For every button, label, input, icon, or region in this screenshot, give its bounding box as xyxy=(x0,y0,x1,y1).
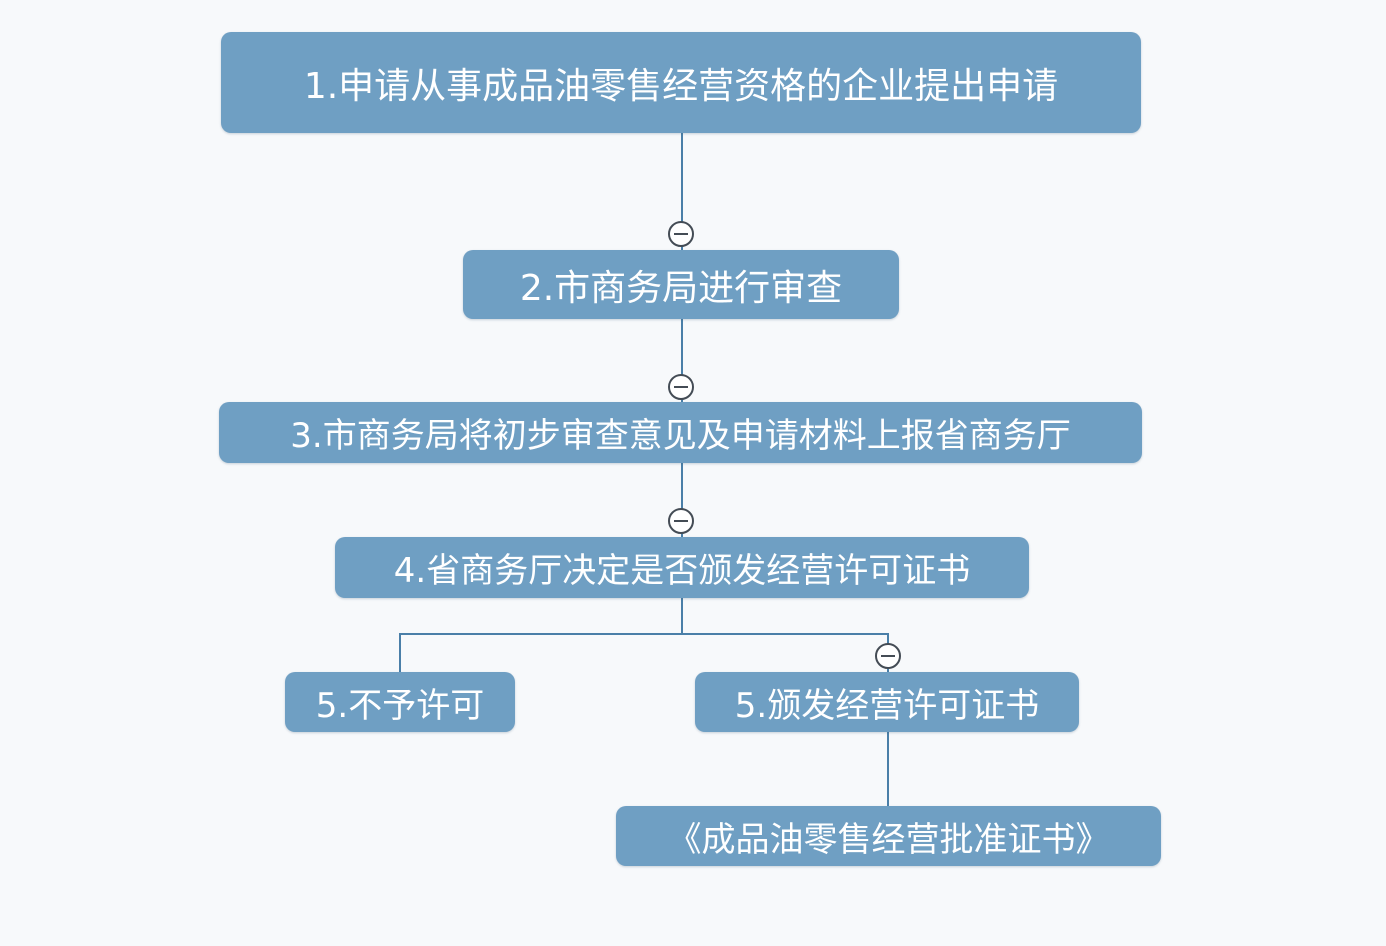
node-label: 4.省商务厅决定是否颁发经营许可证书 xyxy=(393,551,971,591)
connector-to-5a xyxy=(399,633,401,672)
connector-branch-horizontal xyxy=(399,633,889,635)
connector-2-3 xyxy=(681,318,683,402)
minus-circle-icon[interactable] xyxy=(668,374,694,400)
node-label: 2.市商务局进行审查 xyxy=(519,267,843,309)
node-label: 《成品油零售经营批准证书》 xyxy=(667,819,1110,860)
minus-circle-icon[interactable] xyxy=(875,643,901,669)
minus-circle-icon[interactable] xyxy=(668,508,694,534)
node-certificate: 《成品油零售经营批准证书》 xyxy=(616,806,1161,866)
node-apply: 1.申请从事成品油零售经营资格的企业提出申请 xyxy=(221,32,1141,133)
node-province-decision: 4.省商务厅决定是否颁发经营许可证书 xyxy=(335,537,1029,598)
connector-4-branch xyxy=(681,598,683,634)
connector-5b-6 xyxy=(887,732,889,806)
node-label: 5.颁发经营许可证书 xyxy=(734,685,1040,726)
minus-circle-icon[interactable] xyxy=(668,221,694,247)
node-reject: 5.不予许可 xyxy=(285,672,515,732)
connector-3-4 xyxy=(681,463,683,537)
node-issue-license: 5.颁发经营许可证书 xyxy=(695,672,1079,732)
node-report-province: 3.市商务局将初步审查意见及申请材料上报省商务厅 xyxy=(219,402,1142,463)
node-label: 1.申请从事成品油零售经营资格的企业提出申请 xyxy=(303,65,1059,107)
node-city-review: 2.市商务局进行审查 xyxy=(463,250,899,319)
node-label: 5.不予许可 xyxy=(315,685,485,726)
connector-1-2 xyxy=(681,133,683,250)
node-label: 3.市商务局将初步审查意见及申请材料上报省商务厅 xyxy=(290,416,1071,456)
